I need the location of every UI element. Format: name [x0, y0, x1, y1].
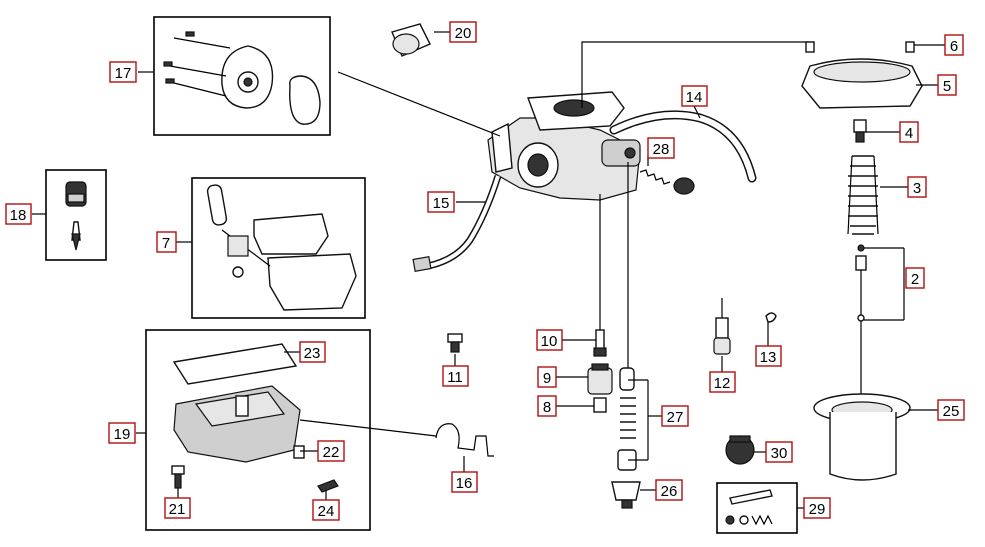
rubber-cap-part — [725, 435, 755, 465]
svg-text:7: 7 — [162, 235, 170, 252]
inset-frame-17 — [153, 16, 331, 136]
throttle-slide-part — [813, 393, 911, 481]
inset-frame-18 — [45, 169, 107, 261]
svg-text:13: 13 — [760, 349, 777, 366]
float-pin-clip-part — [435, 423, 494, 457]
callout-8: 8 — [537, 395, 557, 417]
callout-15: 15 — [427, 191, 455, 213]
callout-25: 25 — [937, 399, 965, 421]
svg-text:15: 15 — [433, 195, 450, 212]
svg-text:29: 29 — [809, 501, 826, 518]
svg-text:22: 22 — [323, 444, 340, 461]
callout-16: 16 — [451, 471, 478, 493]
inset-frame-29 — [716, 482, 798, 534]
callout-23: 23 — [299, 341, 326, 363]
svg-text:11: 11 — [447, 369, 463, 386]
svg-text:25: 25 — [943, 403, 960, 420]
svg-text:23: 23 — [304, 345, 321, 362]
callout-27: 27 — [661, 405, 689, 427]
needle-holder-part — [853, 119, 867, 143]
callout-29: 29 — [803, 497, 831, 519]
callout-4: 4 — [899, 121, 919, 143]
callout-2: 2 — [905, 267, 925, 289]
callout-5: 5 — [937, 74, 957, 96]
svg-text:4: 4 — [905, 125, 913, 142]
svg-text:9: 9 — [543, 370, 551, 387]
svg-text:24: 24 — [318, 503, 335, 520]
svg-text:2: 2 — [911, 271, 919, 288]
svg-text:5: 5 — [943, 78, 951, 95]
callout-20: 20 — [449, 21, 477, 43]
callout-14: 14 — [681, 85, 708, 107]
svg-text:26: 26 — [661, 483, 678, 500]
cover-plate-part — [163, 31, 321, 125]
callout-11: 11 — [442, 365, 469, 387]
screw-part-11 — [447, 333, 463, 353]
main-jet-holder-part — [587, 363, 613, 395]
callout-24: 24 — [312, 499, 340, 521]
slide-spring-part — [847, 155, 879, 235]
callout-18: 18 — [5, 203, 32, 225]
choke-plunger-part — [65, 181, 87, 251]
callout-3: 3 — [907, 176, 927, 198]
inset-frame-7 — [191, 177, 366, 319]
callout-9: 9 — [537, 366, 557, 388]
callout-26: 26 — [655, 479, 683, 501]
drain-screw-stack-part — [611, 367, 641, 509]
svg-text:12: 12 — [714, 375, 731, 392]
callout-19: 19 — [108, 422, 136, 444]
choke-valve-part — [713, 298, 731, 355]
svg-text:17: 17 — [115, 65, 132, 82]
inset-frame-19 — [145, 329, 371, 531]
svg-text:6: 6 — [950, 38, 958, 55]
jet-cap-part — [391, 23, 431, 57]
svg-text:8: 8 — [543, 399, 551, 416]
clip-part-13 — [765, 312, 777, 323]
adjust-screw-kit-part — [725, 489, 773, 526]
jet-needle-part — [855, 244, 867, 402]
callout-7: 7 — [156, 231, 177, 253]
bowl-screw-part — [171, 445, 339, 493]
callout-28: 28 — [647, 137, 675, 159]
drain-hose-part — [427, 174, 502, 270]
svg-text:27: 27 — [667, 409, 684, 426]
callout-13: 13 — [755, 345, 782, 367]
svg-text:16: 16 — [456, 475, 473, 492]
callout-22: 22 — [317, 440, 345, 462]
svg-text:28: 28 — [653, 141, 670, 158]
svg-text:14: 14 — [686, 89, 703, 106]
top-cover-part — [801, 41, 923, 109]
svg-text:3: 3 — [913, 180, 921, 197]
leader-lines — [32, 31, 945, 509]
carburetor-body — [487, 91, 641, 201]
svg-text:19: 19 — [114, 426, 131, 443]
pilot-jet-part — [593, 329, 607, 357]
svg-text:18: 18 — [10, 207, 27, 224]
callout-17: 17 — [109, 61, 137, 83]
svg-text:21: 21 — [169, 501, 186, 518]
float-bowl-part — [172, 343, 437, 463]
callout-21: 21 — [164, 497, 191, 519]
callout-10: 10 — [536, 329, 563, 351]
svg-text:10: 10 — [541, 333, 558, 350]
svg-text:20: 20 — [455, 25, 472, 42]
callout-12: 12 — [709, 371, 736, 393]
idle-screw-part — [639, 169, 695, 195]
callout-6: 6 — [944, 34, 964, 56]
main-jet-part — [593, 397, 607, 413]
callout-30: 30 — [765, 441, 793, 463]
svg-text:30: 30 — [771, 445, 788, 462]
float-part — [206, 184, 357, 311]
